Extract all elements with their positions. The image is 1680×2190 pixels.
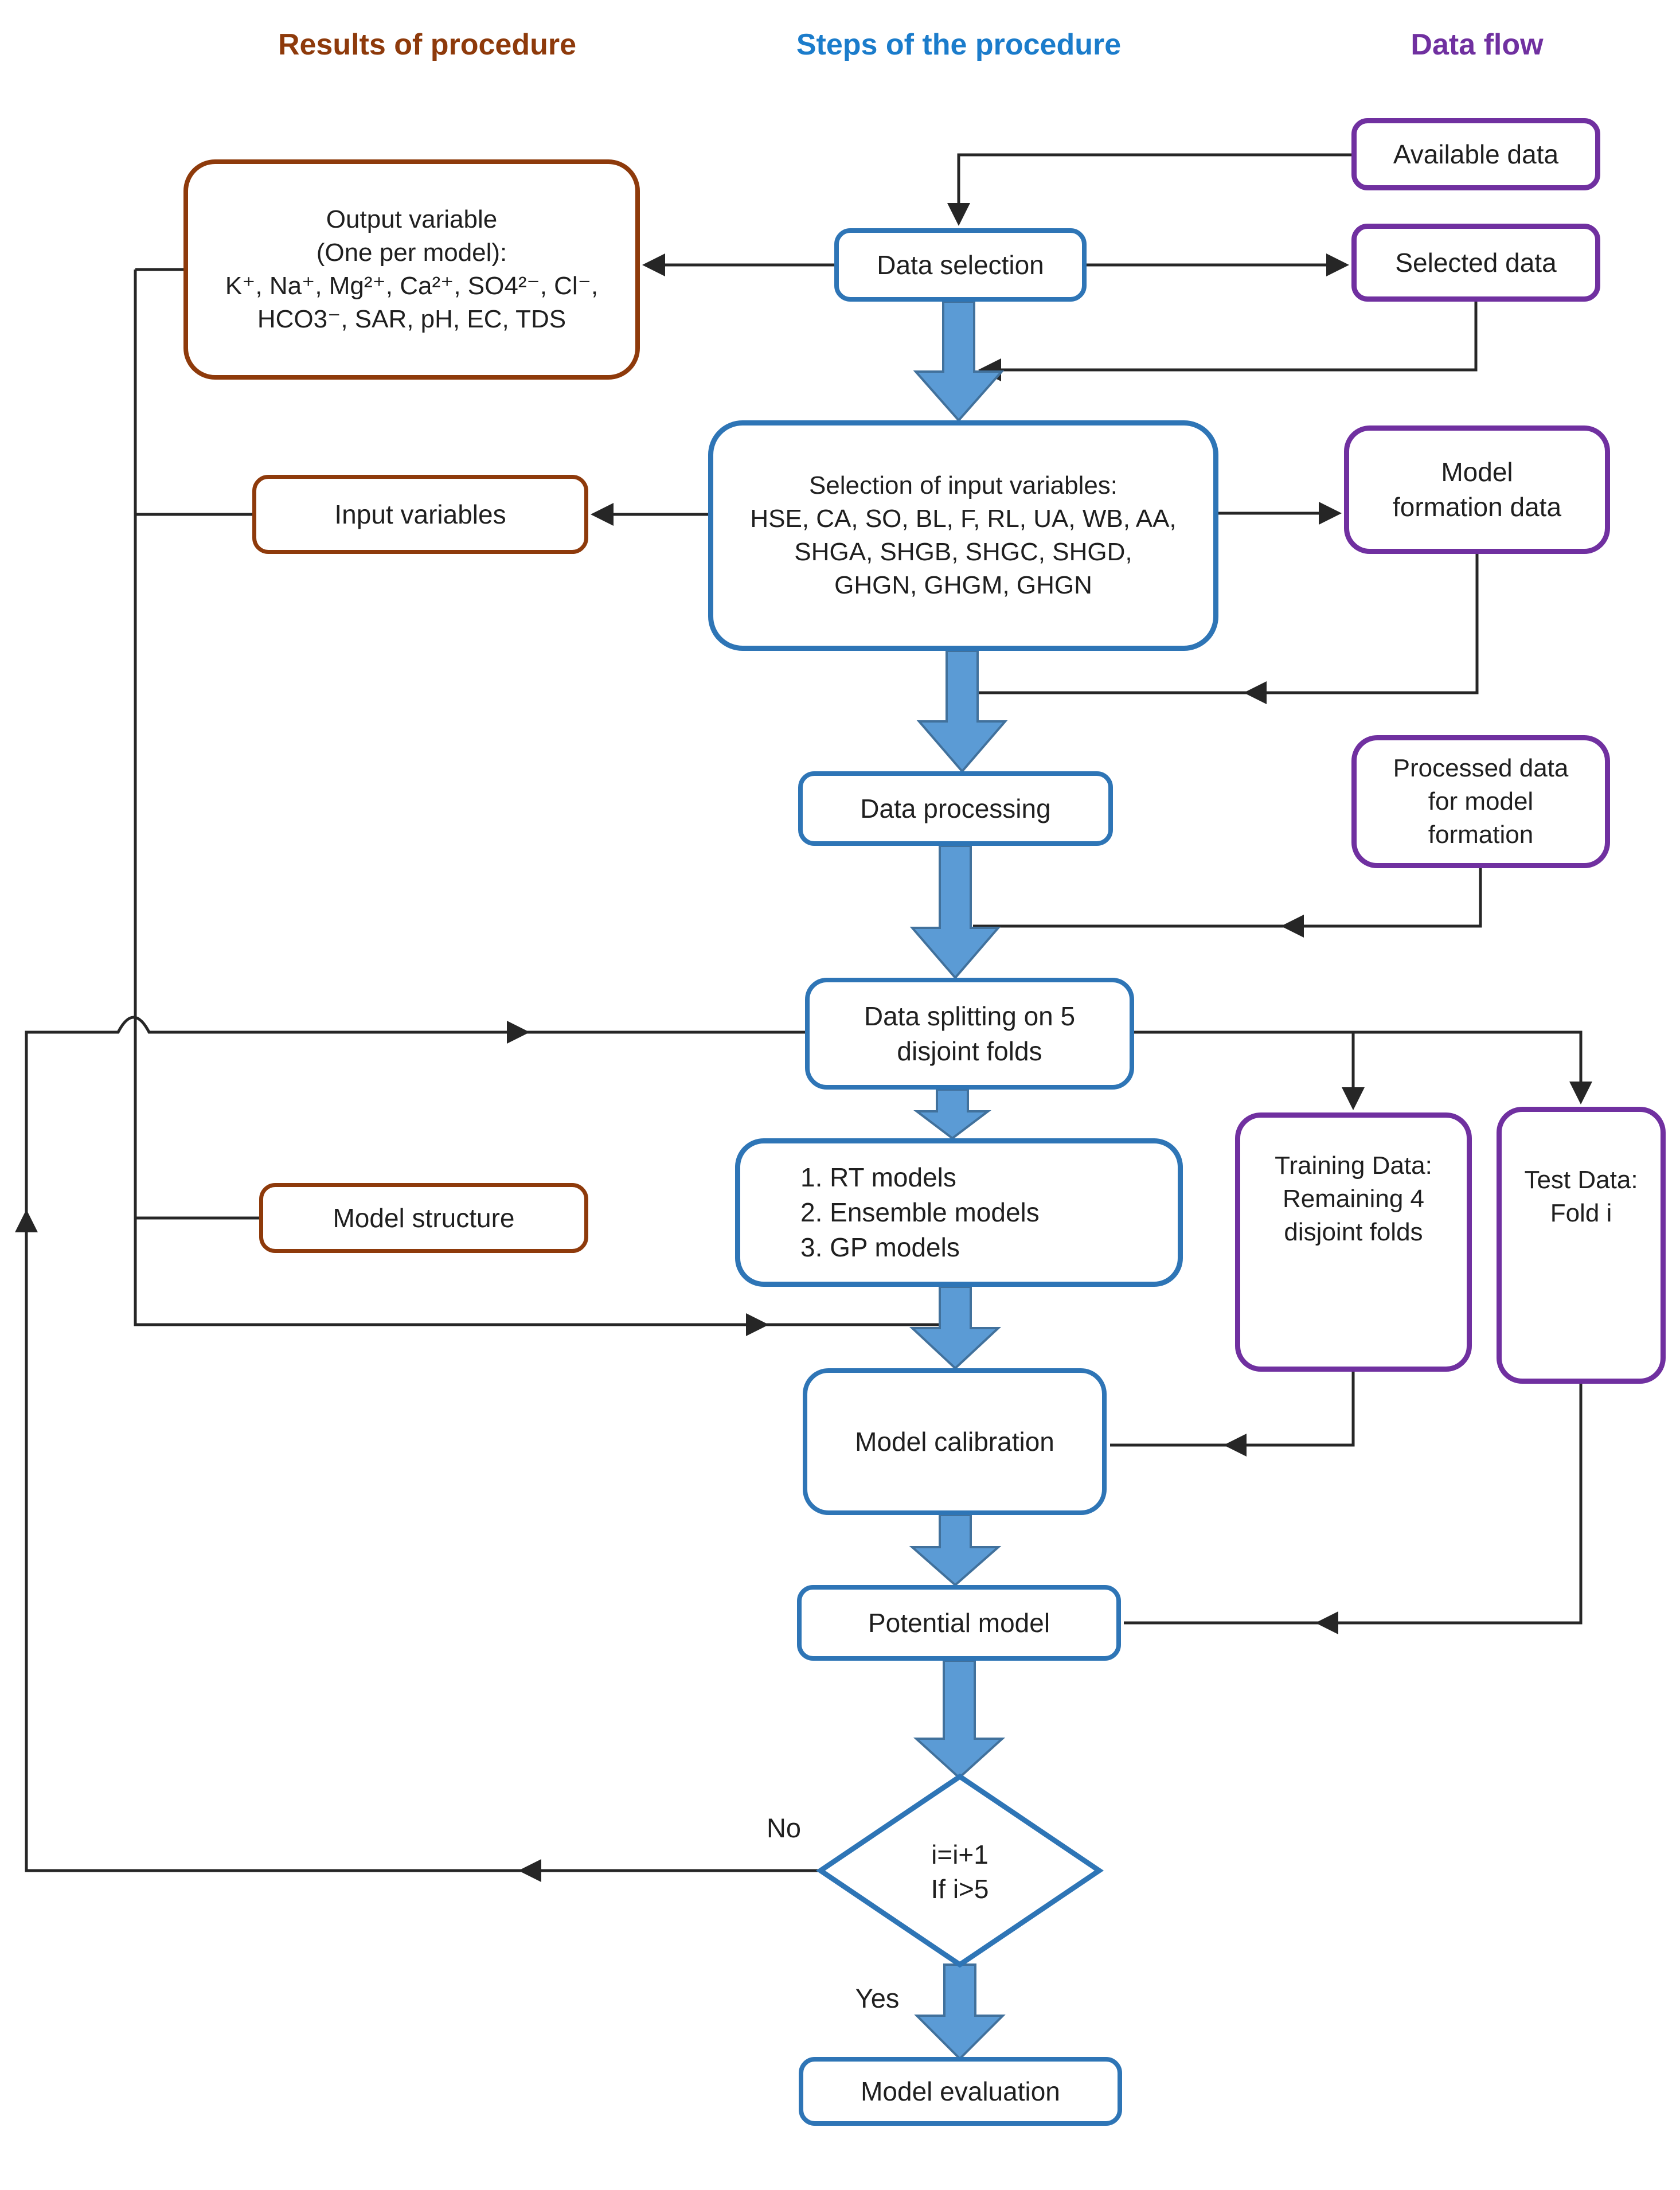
- node-line: Data selection: [877, 249, 1044, 280]
- connector-modelformation-return: [1244, 554, 1479, 704]
- node-line: Model: [1441, 457, 1513, 487]
- node-line: Potential model: [868, 1607, 1050, 1638]
- blue-step-arrows: [909, 300, 1008, 2060]
- node-line: formation: [1428, 821, 1534, 849]
- node-test-data: Test Data: Fold i: [1497, 1107, 1666, 1384]
- connector-training-to-calibration: [1224, 1372, 1355, 1457]
- connector-available-to-selection: [947, 153, 1351, 226]
- connector-test-to-potential: [1315, 1384, 1583, 1634]
- node-data-processing: Data processing: [798, 771, 1113, 846]
- node-line: Processed data: [1393, 754, 1569, 782]
- no-loop-up: [14, 1209, 522, 1872]
- node-line: Model evaluation: [861, 2076, 1060, 2106]
- decision-no-label: No: [766, 1813, 802, 1844]
- node-line: Remaining 4: [1282, 1185, 1425, 1213]
- node-line: Test Data:: [1524, 1166, 1638, 1194]
- node-line: disjoint folds: [1284, 1218, 1423, 1247]
- node-model-formation-data: Model formation data: [1344, 425, 1610, 554]
- node-line: Fold i: [1550, 1199, 1612, 1228]
- node-selected-data: Selected data: [1351, 224, 1600, 302]
- no-loop-right-hop: [25, 1016, 530, 1213]
- results-bus-vertical: [134, 270, 769, 1336]
- connector-splitting-to-test: [1353, 1030, 1592, 1104]
- node-processed-data: Processed data for model formation: [1351, 735, 1610, 868]
- decision-text: i=i+1 If i>5: [874, 1821, 1046, 1924]
- node-line: i=i+1: [931, 1840, 989, 1870]
- arrow-decision-to-evaluation: [914, 1963, 1006, 2060]
- node-line: Model structure: [333, 1203, 515, 1233]
- node-line: Data splitting on 5: [864, 1001, 1076, 1031]
- node-line: If i>5: [931, 1874, 989, 1904]
- arrow-splitting-to-models: [913, 1088, 991, 1140]
- arrow-selection-to-inputsel: [913, 300, 1005, 423]
- node-line: HSE, CA, SO, BL, F, RL, UA, WB, AA,: [750, 504, 1177, 533]
- node-line: (One per model):: [316, 238, 507, 267]
- node-training-data: Training Data: Remaining 4 disjoint fold…: [1235, 1112, 1472, 1372]
- node-data-splitting: Data splitting on 5 disjoint folds: [805, 978, 1134, 1090]
- node-model-types: 1. RT models 2. Ensemble models 3. GP mo…: [735, 1138, 1183, 1287]
- node-line: K⁺, Na⁺, Mg²⁺, Ca²⁺, SO4²⁻, Cl⁻,: [225, 272, 599, 300]
- node-line: formation data: [1392, 492, 1562, 522]
- node-line: Selection of input variables:: [808, 471, 1118, 499]
- connector-processed-return: [1281, 868, 1482, 938]
- arrow-processing-to-splitting: [909, 845, 1001, 980]
- node-line: Input variables: [334, 499, 506, 529]
- node-model-structure: Model structure: [259, 1183, 588, 1253]
- node-selection-of-input-variables: Selection of input variables: HSE, CA, S…: [708, 420, 1218, 651]
- node-line: for model: [1428, 787, 1534, 815]
- column-header-dataflow: Data flow: [1411, 28, 1544, 61]
- decision-yes-label: Yes: [855, 1983, 900, 2014]
- arrow-inputsel-to-processing: [916, 650, 1008, 774]
- node-model-calibration: Model calibration: [803, 1368, 1107, 1515]
- arrow-models-to-calibration: [909, 1286, 1002, 1370]
- node-line: SHGA, SHGB, SHGC, SHGD,: [794, 538, 1132, 566]
- node-line: HCO3⁻, SAR, pH, EC, TDS: [257, 305, 566, 334]
- node-input-variables: Input variables: [252, 475, 588, 554]
- node-line: disjoint folds: [897, 1036, 1042, 1066]
- arrow-potential-to-decision: [913, 1660, 1006, 1779]
- node-line: Output variable: [326, 205, 498, 233]
- connector-selecteddata-return: [978, 302, 1478, 381]
- node-model-evaluation: Model evaluation: [799, 2057, 1122, 2126]
- node-line: Selected data: [1395, 247, 1557, 278]
- node-line: 1. RT models: [800, 1162, 956, 1193]
- node-line: Data processing: [860, 793, 1051, 823]
- column-header-results: Results of procedure: [278, 28, 577, 61]
- node-output-variable: Output variable (One per model): K⁺, Na⁺…: [183, 159, 640, 380]
- node-line: 2. Ensemble models: [800, 1197, 1040, 1228]
- node-line: 3. GP models: [800, 1232, 960, 1262]
- node-available-data: Available data: [1351, 118, 1600, 190]
- connector-splitting-to-training: [1134, 1030, 1365, 1110]
- node-line: Model calibration: [855, 1426, 1054, 1457]
- column-header-steps: Steps of the procedure: [796, 28, 1122, 61]
- node-potential-model: Potential model: [797, 1585, 1121, 1661]
- black-connectors: [14, 153, 1592, 1882]
- node-data-selection: Data selection: [834, 228, 1087, 302]
- arrow-calibration-to-potential: [909, 1514, 1002, 1587]
- node-line: Available data: [1393, 139, 1559, 169]
- node-line: Training Data:: [1275, 1151, 1432, 1180]
- decision-diamond: [815, 1773, 1104, 1968]
- node-line: GHGN, GHGM, GHGN: [834, 571, 1092, 600]
